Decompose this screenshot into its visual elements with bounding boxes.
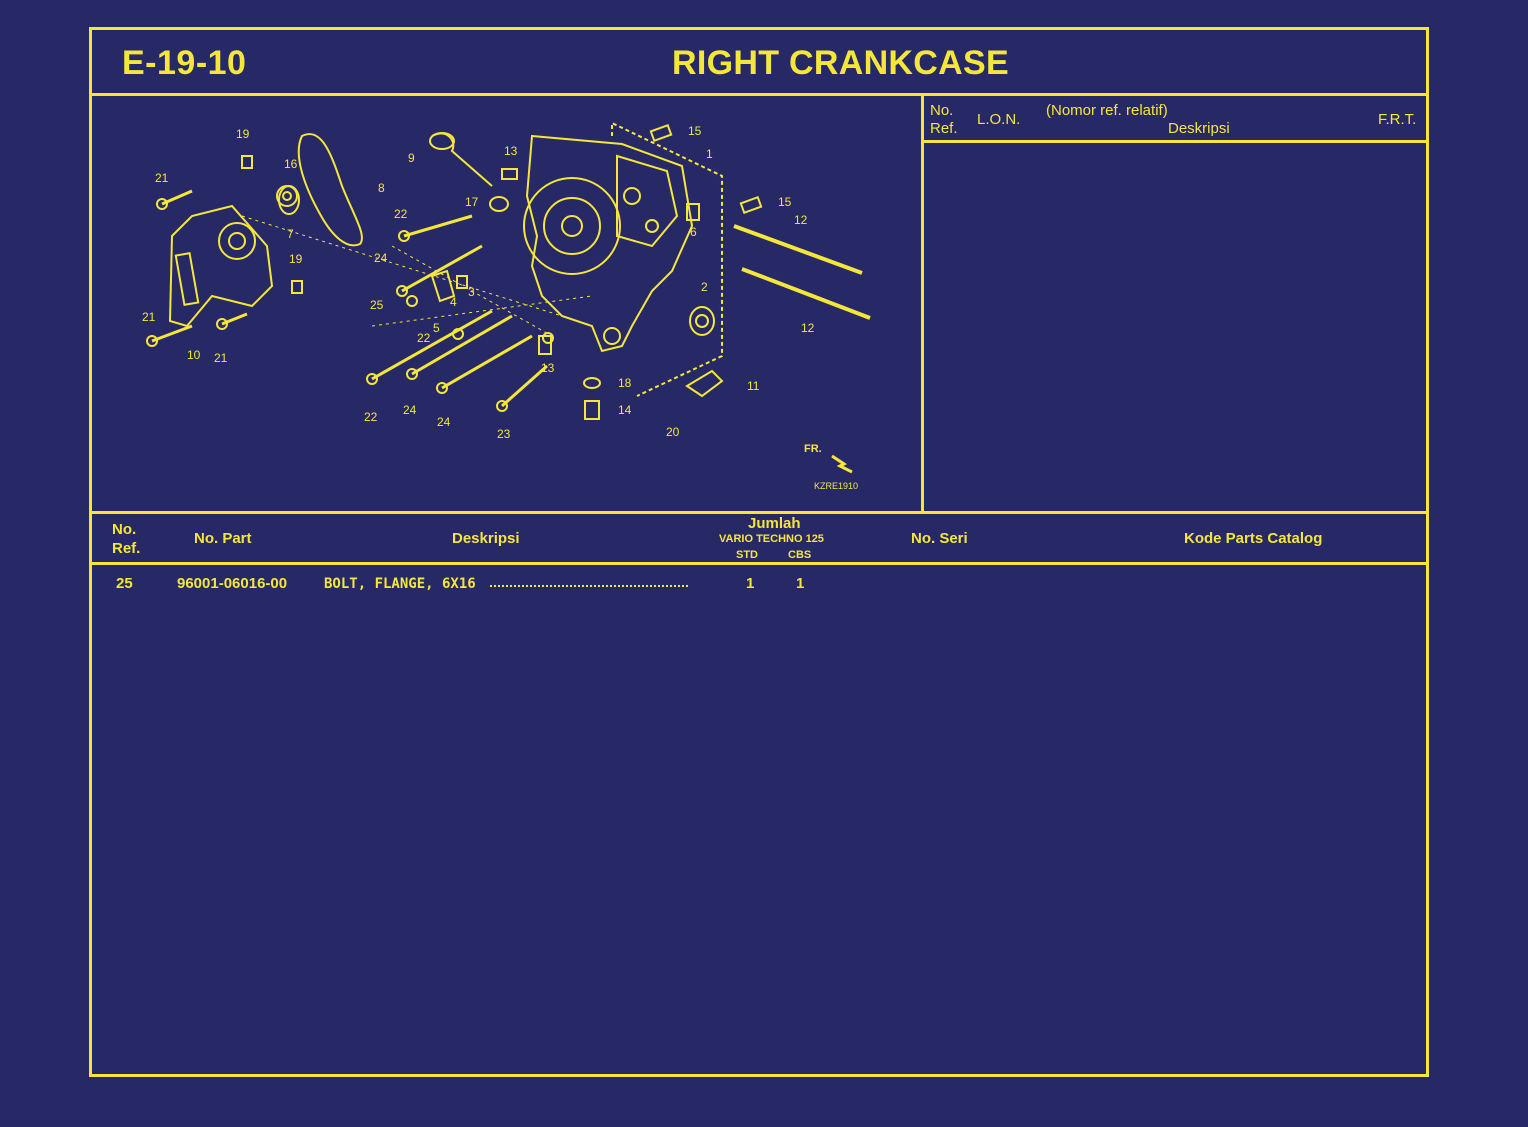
callout: 18: [618, 376, 632, 390]
callout: 22: [394, 207, 408, 221]
col-no-part: No. Part: [194, 530, 252, 547]
callout: 10: [187, 348, 201, 362]
callout: 3: [468, 285, 475, 299]
row-ref: 25: [116, 575, 133, 592]
diagram-code: KZRE1910: [814, 481, 858, 491]
col-deskripsi: Deskripsi: [452, 530, 520, 547]
lon-label: L.O.N.: [977, 111, 1021, 128]
col-model: VARIO TECHNO 125: [719, 533, 824, 545]
col-std: STD: [736, 549, 758, 561]
callout: 4: [450, 295, 457, 309]
callout: 23: [497, 427, 511, 441]
lon-no-ref: No. Ref.: [930, 102, 958, 137]
diagram-callouts: 19 16 8 21 7 19 21 10 21 9 13 17 22 24 2…: [142, 124, 858, 491]
callout: 17: [465, 195, 479, 209]
col-cbs: CBS: [788, 549, 812, 561]
callout: 19: [236, 127, 250, 141]
front-label: FR.: [804, 443, 822, 455]
callout: 5: [433, 321, 440, 335]
callout: 24: [403, 403, 417, 417]
callout: 2: [701, 280, 708, 294]
callout: 11: [747, 379, 760, 393]
callout: 13: [541, 361, 555, 375]
callout: 12: [794, 213, 808, 227]
callout: 19: [289, 252, 303, 266]
row-qty-cbs: 1: [796, 575, 805, 592]
row-qty-std: 1: [746, 575, 755, 592]
section-code: E-19-10: [122, 44, 247, 82]
callout: 24: [437, 415, 451, 429]
callout: 15: [688, 124, 702, 138]
col-no-ref: No. Ref.: [112, 521, 141, 557]
col-jumlah: Jumlah: [748, 515, 801, 532]
frt-label: F.R.T.: [1378, 111, 1417, 128]
parts-sheet: E-19-10 RIGHT CRANKCASE: [89, 27, 1429, 1077]
callout: 7: [287, 227, 294, 241]
callout: 13: [504, 144, 518, 158]
callout: 21: [142, 310, 156, 324]
callout: 14: [618, 403, 632, 417]
callout: 12: [801, 321, 815, 335]
row-description: BOLT, FLANGE, 6X16: [324, 576, 476, 592]
callout: 16: [284, 157, 298, 171]
col-no-seri: No. Seri: [911, 530, 968, 547]
callout: 22: [364, 410, 378, 424]
lon-header-divider: [921, 140, 1426, 143]
table-top-divider: [92, 511, 1426, 514]
callout: 24: [374, 251, 388, 265]
callout: 8: [378, 181, 385, 195]
callout: 22: [417, 331, 431, 345]
table-header-divider: [92, 562, 1426, 565]
col-kode: Kode Parts Catalog: [1184, 530, 1323, 547]
lon-deskripsi: Deskripsi: [1168, 120, 1230, 137]
callout: 21: [214, 351, 228, 365]
exploded-diagram: 19 16 8 21 7 19 21 10 21 9 13 17 22 24 2…: [142, 121, 871, 491]
callout: 21: [155, 171, 169, 185]
callout: 25: [370, 298, 384, 312]
nomor-ref-label: (Nomor ref. relatif): [1046, 102, 1168, 119]
callout: 20: [666, 425, 680, 439]
page-title: RIGHT CRANKCASE: [672, 44, 1009, 82]
callout: 9: [408, 151, 415, 165]
panel-divider: [921, 93, 924, 513]
header-divider: [92, 93, 1426, 96]
callout: 15: [778, 195, 792, 209]
callout: 6: [690, 225, 697, 239]
row-part-number: 96001-06016-00: [177, 575, 288, 592]
row-leader-dots: [490, 585, 688, 587]
callout: 1: [706, 147, 713, 161]
